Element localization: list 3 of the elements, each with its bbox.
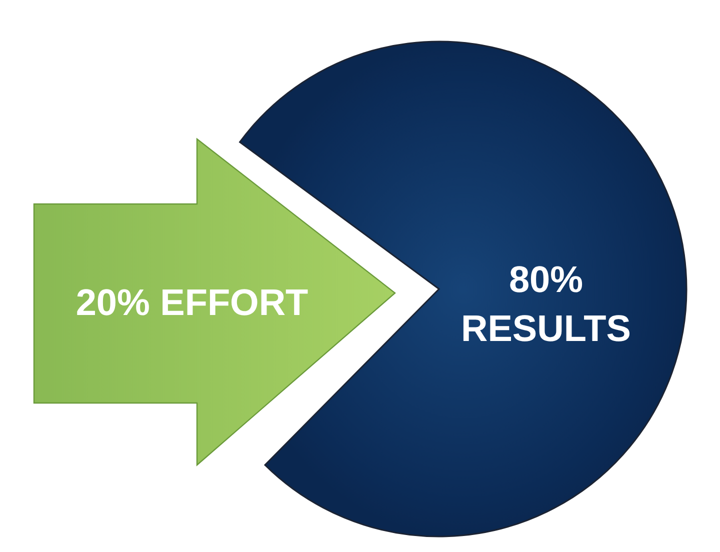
pie-text: 80% RESULTS	[460, 258, 632, 351]
arrow-text: 20% EFFORT	[74, 280, 310, 325]
block-arrow	[34, 139, 395, 465]
